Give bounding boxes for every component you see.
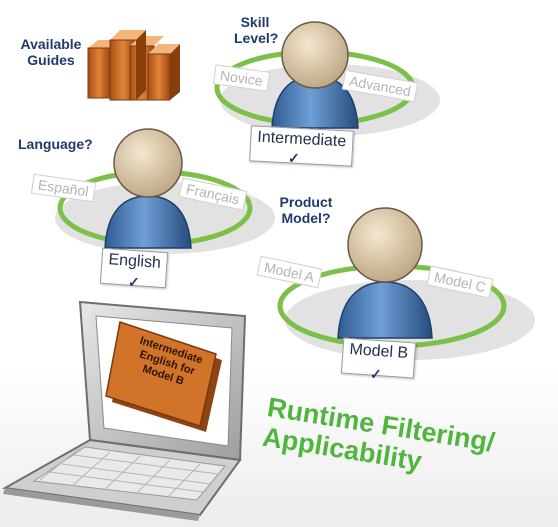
person-icon [104,128,192,249]
checkmark-icon: ✓ [370,366,382,382]
checkmark-icon: ✓ [288,150,300,166]
language-label: Language? [18,136,93,152]
skill-level-label: Skill Level? [234,14,279,46]
book-on-screen-icon [105,321,222,432]
selected-label: Model B [348,340,409,363]
selected-label: English [107,251,162,272]
checkmark-icon: ✓ [128,274,140,290]
book-stack-icon [87,30,180,101]
selected-label: Intermediate [256,128,347,151]
person-icon [271,21,359,129]
person-icon [337,207,433,339]
selected-intermediate[interactable]: Intermediate [249,125,354,167]
product-model-label: Product Model? [279,194,333,226]
available-guides-label: Available Guides [20,36,82,68]
